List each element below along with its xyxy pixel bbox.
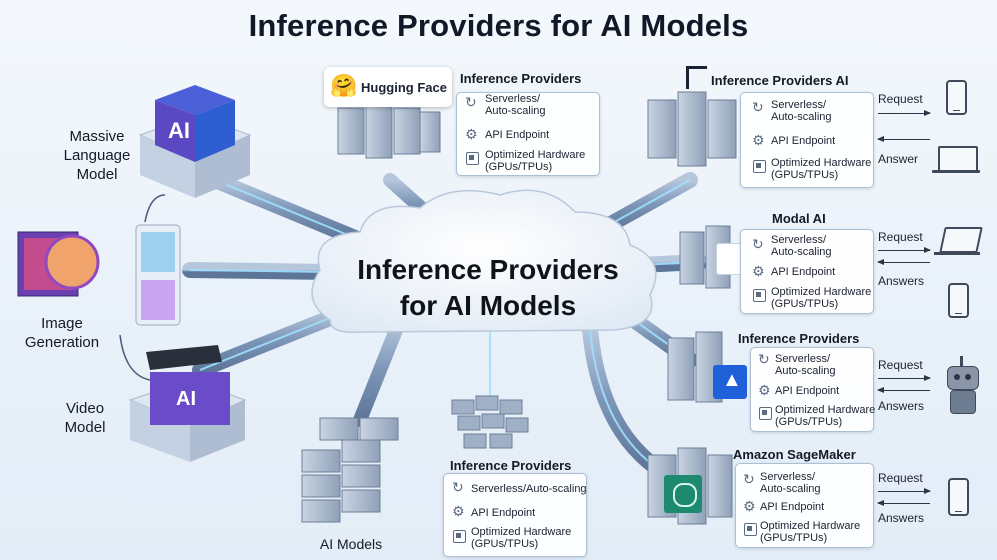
triangle-logo-icon: ▲: [722, 369, 742, 391]
chip-icon: [753, 289, 766, 302]
gear-icon: ⚙: [465, 126, 478, 142]
bottom-card-api: API Endpoint: [471, 507, 536, 519]
right-card-2-hardware: Optimized Hardware(GPUs/TPUs): [775, 404, 876, 428]
laptop-base: [934, 252, 980, 255]
top-card-title: Inference Providers: [460, 71, 582, 86]
phone-icon: [948, 478, 969, 516]
answer-arrow: [877, 500, 930, 506]
answer-arrow: [877, 136, 930, 142]
top-servers: [337, 99, 441, 159]
chip-icon: [453, 530, 466, 543]
hugging-face-label: Hugging Face: [361, 80, 447, 95]
request-arrow: [878, 247, 931, 253]
right-provider-card-1: [740, 229, 874, 314]
right-provider-card-3: [735, 463, 874, 548]
page-title: Inference Providers for AI Models: [248, 8, 749, 43]
right-card-2-request: Request: [878, 358, 923, 372]
right-card-1-answer: Answers: [878, 274, 925, 288]
top-provider-card: [456, 92, 600, 176]
chip-icon: [744, 523, 757, 536]
bottom-card-title: Inference Providers: [450, 458, 572, 473]
right-card-2-api: API Endpoint: [775, 385, 840, 397]
right-card-0-answer: Answer: [878, 152, 919, 166]
top-card-api: API Endpoint: [485, 129, 550, 141]
ai-models-label: AI Models: [319, 536, 383, 552]
right-card-2-title: Inference Providers: [738, 331, 860, 346]
right-card-3-answer: Answers: [878, 511, 925, 525]
gear-icon: ⚙: [752, 263, 765, 279]
robot-antenna: [960, 356, 963, 366]
refresh-icon: ↻: [452, 479, 464, 495]
top-card-hardware: Optimized Hardware(GPUs/TPUs): [485, 149, 586, 173]
gear-icon: ⚙: [752, 132, 765, 148]
right-card-0-api: API Endpoint: [771, 135, 836, 147]
laptop-icon: [939, 227, 983, 253]
request-arrow: [878, 488, 931, 494]
ai-models-servers: [301, 417, 399, 523]
refresh-icon: ↻: [752, 236, 764, 252]
refresh-icon: ↻: [758, 351, 770, 367]
right-card-0-hardware: Optimized Hardware(GPUs/TPUs): [771, 157, 872, 181]
cloud-label-line1: Inference Providers: [357, 254, 619, 285]
right-card-1-serverless: Serverless/Auto-scaling: [771, 234, 832, 258]
right-card-0-serverless: Serverless/Auto-scaling: [771, 99, 832, 123]
brain-icon: [673, 483, 697, 507]
answer-arrow: [877, 387, 930, 393]
gear-icon: ⚙: [743, 498, 756, 514]
cloud-label: Inference Providers for AI Models: [318, 252, 658, 324]
right-card-3-serverless: Serverless/Auto-scaling: [760, 471, 821, 495]
provider-logo-icon: [713, 365, 747, 399]
image-generation-art: [17, 224, 181, 326]
right-card-3-request: Request: [878, 471, 923, 485]
chip-icon: [753, 160, 766, 173]
bottom-servers: [451, 395, 529, 449]
phone-icon: [948, 283, 969, 318]
video-cube: [128, 345, 247, 462]
refresh-icon: ↻: [743, 471, 755, 487]
refresh-icon: ↻: [752, 99, 764, 115]
gear-icon: ⚙: [452, 503, 465, 519]
gear-icon: ⚙: [758, 382, 771, 398]
right-card-1-api: API Endpoint: [771, 266, 836, 278]
central-cloud: [311, 189, 657, 333]
right-card-0-request: Request: [878, 92, 923, 106]
robot-body: [950, 390, 976, 414]
bottom-card-hardware: Optimized Hardware(GPUs/TPUs): [471, 526, 572, 550]
top-card-serverless: Serverless/Auto-scaling: [485, 93, 546, 117]
cloud-label-line2: for AI Models: [399, 290, 577, 321]
chip-icon: [466, 152, 479, 165]
phone-icon: [946, 80, 967, 115]
answer-arrow: [877, 259, 930, 265]
request-arrow: [878, 110, 931, 116]
right-card-1-request: Request: [878, 230, 923, 244]
right-card-3-api: API Endpoint: [760, 501, 825, 513]
right-provider-card-2: [750, 347, 874, 432]
right-card-1-title: Modal AI: [772, 211, 826, 226]
right-card-1-hardware: Optimized Hardware(GPUs/TPUs): [771, 286, 872, 310]
llm-cube: [138, 85, 252, 198]
laptop-base: [932, 170, 980, 173]
right-card-2-answer: Answers: [878, 399, 925, 413]
refresh-icon: ↻: [465, 94, 477, 110]
bottom-provider-card: [443, 473, 587, 557]
hugging-face-icon: 🤗: [330, 73, 358, 98]
laptop-icon: [938, 146, 978, 172]
provider-logo-icon: [686, 66, 707, 89]
llm-cube-text: AI: [168, 118, 190, 143]
right-card-0-title: Inference Providers AI: [711, 73, 849, 88]
bottom-card-serverless: Serverless/Auto-scaling: [471, 483, 587, 495]
right-card-2-serverless: Serverless/Auto-scaling: [775, 353, 836, 377]
chip-icon: [759, 407, 772, 420]
video-cube-text: AI: [176, 388, 196, 410]
request-arrow: [878, 375, 931, 381]
right-card-3-title: Amazon SageMaker: [733, 447, 856, 462]
right-servers: [647, 91, 737, 525]
right-card-3-hardware: Optimized Hardware(GPUs/TPUs): [760, 520, 861, 544]
robot-icon: [947, 366, 979, 390]
hugging-face-badge: 🤗 Hugging Face: [324, 67, 452, 107]
